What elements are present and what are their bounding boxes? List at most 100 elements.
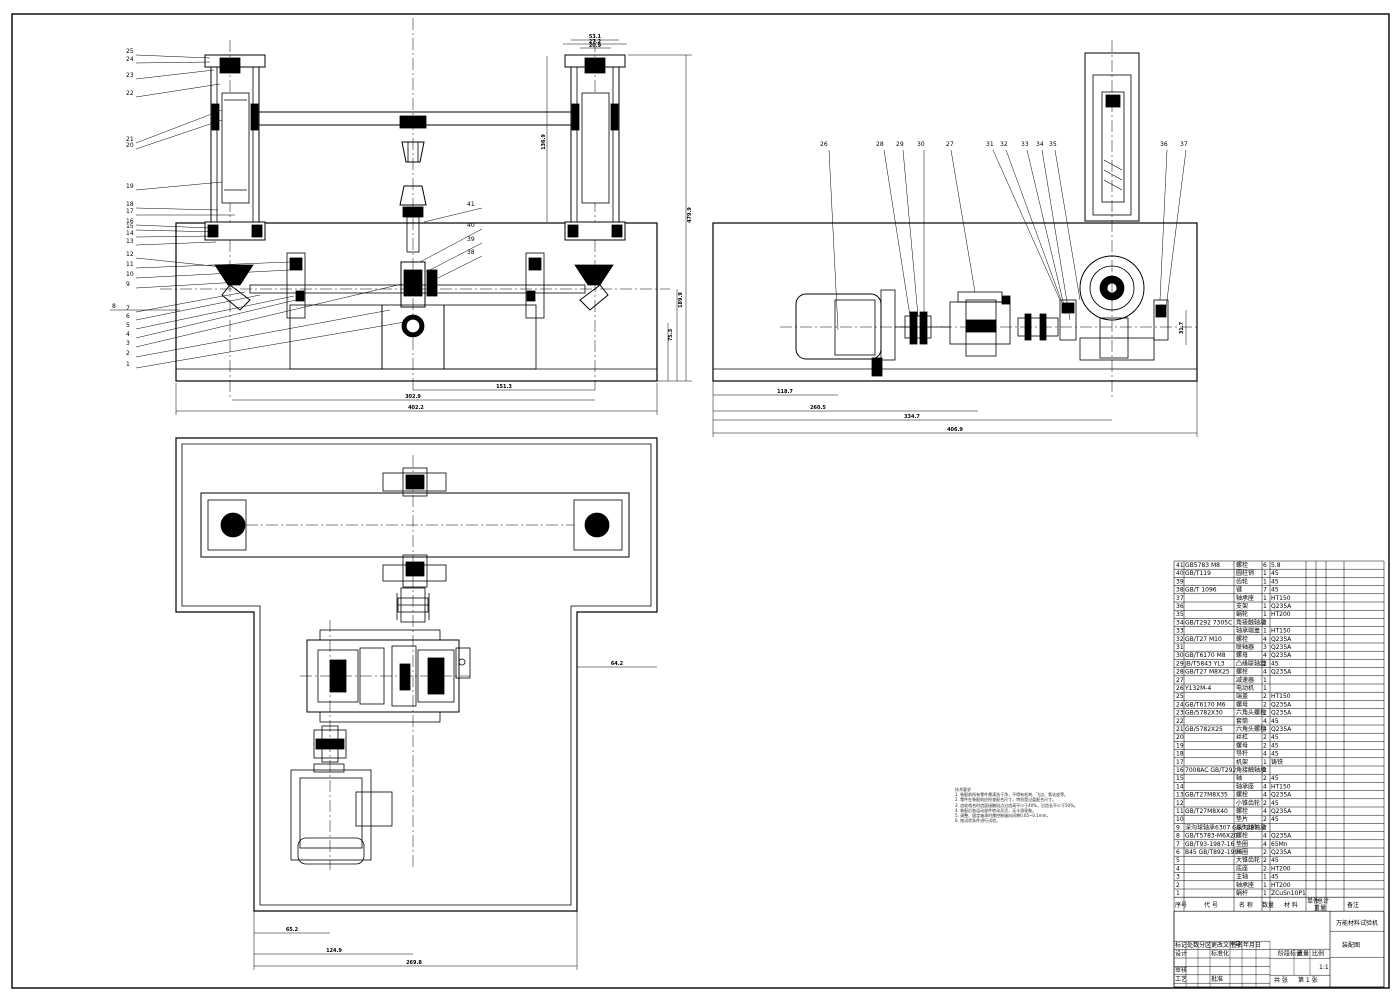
bom-cell: 45: [1271, 874, 1279, 881]
bom-cell: 35: [1176, 611, 1184, 618]
technical-notes: 技术要求 1. 装配前所有零件需清洗干净，不得有毛刺、飞边、氧化皮等。 2. 零…: [955, 787, 1155, 823]
bom-cell: Q235A: [1271, 652, 1292, 659]
bom-cell: 深沟球轴承6307 GB/T297: [1185, 823, 1258, 831]
part-number-label: 12: [126, 251, 134, 258]
bom-cell: 螺母: [1236, 741, 1248, 749]
part-number-label: 39: [467, 236, 475, 243]
part-number-label: 9: [126, 281, 130, 288]
bom-cell: 六角头螺栓: [1236, 709, 1266, 717]
bom-cell: 机架: [1236, 758, 1248, 766]
bom-cell: 挡圈: [1236, 848, 1248, 856]
bom-cell: 45: [1271, 734, 1279, 741]
title-block-cell: 年月日: [1243, 941, 1261, 949]
bom-cell: 1: [1263, 611, 1267, 618]
bom-cell: 45: [1271, 857, 1279, 864]
title-block-cell: 标记: [1175, 941, 1187, 949]
bom-cell: 螺母: [1236, 700, 1248, 708]
bom-cell: GB/T27 M10: [1185, 636, 1222, 643]
bom-cell: 32: [1176, 636, 1184, 643]
bom-cell: 19: [1176, 742, 1184, 749]
dimension-text: 402.2: [408, 405, 424, 411]
bom-cell: 六角头螺栓: [1236, 725, 1266, 733]
bom-cell: 5.8: [1271, 562, 1281, 569]
bom-cell: 13: [1176, 792, 1184, 799]
bom-cell: 轴: [1236, 774, 1242, 782]
drawing-title: 万能材料试验机: [1336, 919, 1378, 927]
title-block-cell: 共 张: [1274, 976, 1288, 984]
bom-cell: 28: [1176, 669, 1184, 676]
bom-cell: 1: [1263, 578, 1267, 585]
bom-cell: 4: [1263, 636, 1267, 643]
bom-cell: 29: [1176, 660, 1184, 667]
bom-cell: 角接触轴承: [1236, 618, 1266, 626]
bom-header: 重量: [1314, 904, 1326, 912]
title-block-cell: 工艺: [1175, 975, 1187, 983]
bom-cell: GB/T27 M8X25: [1185, 669, 1230, 676]
bom-cell: 26: [1176, 685, 1184, 692]
bom-cell: 深沟球轴承: [1236, 823, 1266, 831]
part-number-label: 22: [126, 90, 134, 97]
bom-cell: 4: [1263, 833, 1267, 840]
bom-cell: Q235A: [1271, 710, 1292, 717]
bom-cell: 65Mn: [1271, 841, 1288, 848]
bom-cell: 3: [1176, 874, 1180, 881]
bom-cell: 1: [1263, 677, 1267, 684]
title-block-cell: 设计: [1175, 950, 1187, 958]
bom-cell: 4: [1263, 783, 1267, 790]
bom-cell: 1: [1263, 628, 1267, 635]
notes-line: 6. 按试验条件进行试验。: [955, 818, 1001, 824]
dimension-text: 53.1: [589, 34, 602, 40]
bom-cell: 39: [1176, 578, 1184, 585]
bom-cell: 45: [1271, 775, 1279, 782]
bom-cell: 螺栓: [1236, 635, 1248, 643]
bom-cell: 27: [1176, 677, 1184, 684]
bom-cell: 20: [1176, 734, 1184, 741]
part-number-label: 31: [986, 141, 994, 148]
bom-cell: 4: [1263, 726, 1267, 733]
bom-cell: 1: [1263, 874, 1267, 881]
part-number-label: 1: [126, 361, 130, 368]
sheet-border: [11, 13, 1390, 989]
bom-cell: 45: [1271, 718, 1279, 725]
bom-cell: 5: [1176, 857, 1180, 864]
bom-cell: 4: [1263, 718, 1267, 725]
bom-cell: 4: [1263, 841, 1267, 848]
bom-cell: 2: [1263, 849, 1267, 856]
bom-cell: Y132M-4: [1184, 685, 1211, 692]
title-block-cell: 比例: [1312, 950, 1324, 958]
bom-cell: GB/5782X30: [1185, 710, 1223, 717]
dimension-text: 189.9: [678, 292, 684, 308]
part-number-label: 4: [126, 331, 130, 338]
bom-cell: Q235A: [1271, 849, 1292, 856]
bom-cell: 2: [1263, 824, 1267, 831]
bom-cell: HT150: [1271, 628, 1291, 635]
part-number-label: 37: [1180, 141, 1188, 148]
part-number-label: 27: [946, 141, 954, 148]
bom-cell: 角接触轴承: [1236, 766, 1266, 774]
bom-cell: Q235A: [1271, 603, 1292, 610]
bom-cell: GB/T6170 M8: [1185, 652, 1226, 659]
notes-line: 4. 装配后各运动部件转动灵活，无卡滞现象。: [955, 807, 1037, 813]
bom-header: 代 号: [1204, 901, 1218, 909]
bom-cell: 3: [1263, 644, 1267, 651]
bom-cell: 圆柱销: [1236, 569, 1254, 577]
bom-cell: 9: [1176, 824, 1180, 831]
title-block-cell: 阶段标记: [1278, 950, 1302, 958]
bom-header: 材 料: [1284, 901, 1298, 909]
part-number-label: 23: [126, 72, 134, 79]
title-block-cell: 批准: [1211, 975, 1223, 983]
part-number-label: 30: [917, 141, 925, 148]
bom-cell: Q235A: [1271, 644, 1292, 651]
part-number-label: 36: [1160, 141, 1168, 148]
bom-cell: 支架: [1236, 602, 1248, 610]
bom-cell: GB5783 M8: [1185, 562, 1220, 569]
title-block-cell: 签名: [1231, 941, 1243, 949]
bom-cell: HT150: [1271, 693, 1291, 700]
bom-cell: Q235A: [1271, 808, 1292, 815]
bom-cell: 23: [1176, 710, 1184, 717]
bom-cell: 7: [1176, 841, 1180, 848]
bom-cell: 4: [1263, 652, 1267, 659]
bom-cell: 2: [1263, 693, 1267, 700]
dimension-text: 334.7: [904, 414, 920, 420]
bom-cell: 2: [1263, 619, 1267, 626]
